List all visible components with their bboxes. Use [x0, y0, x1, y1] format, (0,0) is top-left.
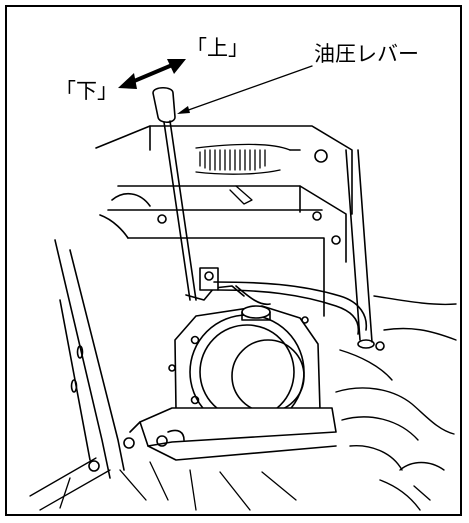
wheel-linkage [335, 295, 457, 511]
hydraulic-pump [168, 305, 321, 430]
hydraulic-lever [152, 86, 245, 301]
lower-left-linkage [29, 457, 297, 511]
hydraulic-lever-label: 油圧レバー [314, 42, 419, 66]
grille-fins [195, 143, 291, 205]
left-frame-post [54, 239, 135, 479]
up-label: 「上」 [186, 36, 249, 60]
direction-arrow [118, 59, 186, 89]
hydraulic-hose [213, 281, 368, 335]
down-label: 「下」 [55, 79, 118, 103]
right-post [345, 149, 385, 351]
lever-leader-line [177, 65, 313, 114]
bottom-frame [129, 407, 337, 461]
tractor-body [95, 125, 353, 317]
